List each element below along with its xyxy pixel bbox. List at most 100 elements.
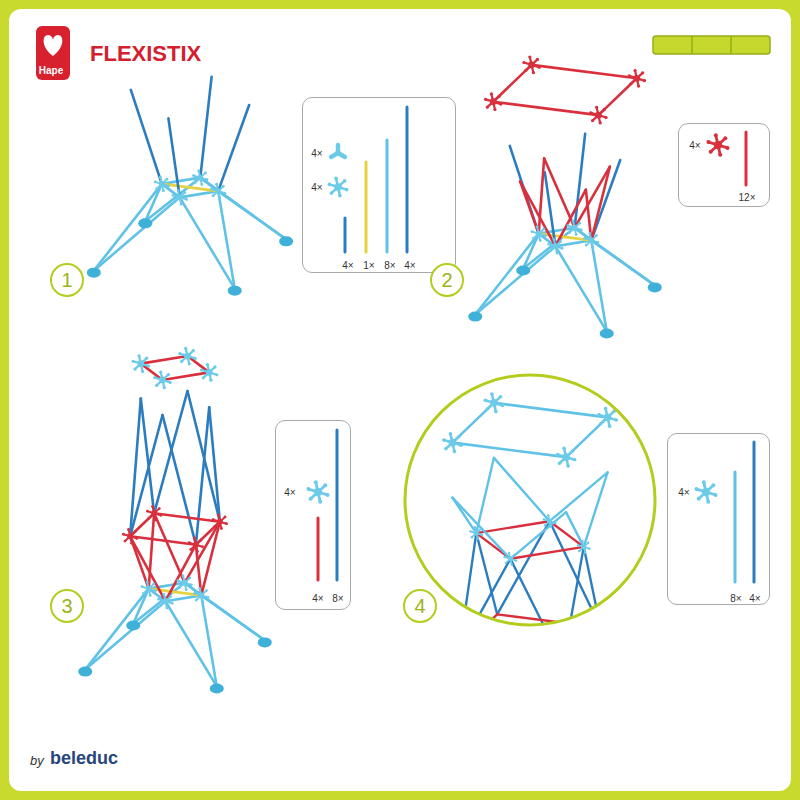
connector-hub bbox=[633, 75, 640, 82]
connector-knob bbox=[595, 234, 598, 237]
connector-knob bbox=[180, 360, 183, 363]
connector-knob bbox=[547, 514, 549, 516]
part-count: 8× bbox=[384, 261, 395, 271]
zoom-circle bbox=[405, 375, 655, 625]
stick bbox=[180, 197, 235, 288]
connector-knob bbox=[608, 424, 612, 428]
connector-knob bbox=[528, 55, 531, 58]
connector-hub bbox=[490, 98, 497, 105]
stick bbox=[130, 536, 149, 588]
connector-knob bbox=[583, 237, 586, 240]
connector-hub bbox=[198, 592, 204, 598]
connector-knob bbox=[508, 552, 510, 554]
connector-knob bbox=[486, 407, 490, 411]
connector-knob bbox=[566, 464, 570, 468]
connector-knob bbox=[544, 524, 546, 526]
stick bbox=[539, 158, 544, 233]
stick bbox=[154, 513, 184, 583]
connector-knob bbox=[213, 365, 216, 368]
connector-knob bbox=[580, 228, 583, 231]
parts-panel: 4×4×8× bbox=[275, 420, 351, 610]
foot-connector bbox=[279, 236, 293, 246]
stick bbox=[165, 601, 216, 686]
star-connector bbox=[589, 106, 607, 125]
connector-knob bbox=[197, 169, 200, 172]
part-count: 1× bbox=[363, 261, 374, 271]
connector-knob bbox=[442, 438, 446, 442]
connector-knob bbox=[558, 461, 562, 465]
brand-logo: Hape bbox=[36, 26, 70, 80]
stick bbox=[317, 518, 320, 580]
connector-knob bbox=[694, 487, 698, 491]
connector-hub bbox=[449, 439, 457, 447]
connector-knob bbox=[309, 497, 313, 501]
connector-knob bbox=[706, 500, 710, 504]
star-connector bbox=[306, 480, 329, 504]
connector-knob bbox=[145, 357, 148, 360]
star-connector bbox=[141, 580, 157, 596]
star-connector bbox=[556, 447, 577, 468]
part-count: 4× bbox=[689, 141, 700, 151]
connector-knob bbox=[196, 550, 199, 553]
star-connector bbox=[178, 347, 196, 366]
stick bbox=[550, 521, 601, 627]
connector-hub bbox=[127, 533, 133, 539]
connector-knob bbox=[194, 181, 197, 184]
connector-knob bbox=[159, 371, 162, 374]
connector-knob bbox=[486, 106, 489, 109]
connector-knob bbox=[633, 69, 636, 72]
connector-knob bbox=[702, 480, 706, 484]
connector-knob bbox=[544, 234, 547, 237]
connector-knob bbox=[215, 373, 218, 376]
connector-hub bbox=[572, 225, 578, 231]
connector-knob bbox=[589, 111, 592, 114]
connector-knob bbox=[449, 432, 453, 436]
connector-knob bbox=[568, 231, 571, 234]
connector-knob bbox=[206, 363, 209, 366]
connector-hub bbox=[335, 150, 341, 156]
connector-knob bbox=[536, 58, 539, 61]
zoom-ground bbox=[405, 375, 655, 625]
connector-knob bbox=[202, 376, 205, 379]
stick bbox=[520, 181, 539, 233]
connector-knob bbox=[334, 176, 338, 180]
connector-hub bbox=[137, 360, 144, 367]
connector-knob bbox=[503, 556, 505, 558]
stick bbox=[591, 167, 610, 241]
stick bbox=[475, 246, 555, 314]
stick bbox=[745, 132, 748, 185]
stick bbox=[154, 513, 220, 521]
part-count: 4× bbox=[284, 488, 295, 498]
connector-hub bbox=[162, 598, 168, 604]
connector-knob bbox=[604, 407, 608, 411]
connector-knob bbox=[146, 510, 149, 513]
connector-knob bbox=[155, 187, 158, 190]
connector-knob bbox=[493, 108, 496, 111]
connector-knob bbox=[637, 85, 640, 88]
connector-knob bbox=[556, 252, 559, 255]
connector-knob bbox=[137, 354, 140, 357]
star-connector bbox=[484, 92, 502, 111]
foot-connector bbox=[600, 328, 614, 338]
connector-knob bbox=[193, 592, 196, 595]
connector-hub bbox=[184, 353, 191, 360]
connector-knob bbox=[171, 602, 174, 605]
stick bbox=[563, 547, 584, 664]
connector-hub bbox=[217, 519, 223, 525]
connector-hub bbox=[490, 399, 498, 407]
connector-knob bbox=[459, 443, 463, 447]
stick bbox=[130, 536, 165, 601]
connector-knob bbox=[130, 542, 133, 545]
step-number-text: 3 bbox=[61, 596, 72, 616]
connector-hub bbox=[536, 231, 542, 237]
connector-knob bbox=[209, 379, 212, 382]
stick bbox=[185, 583, 265, 641]
connector-knob bbox=[471, 536, 473, 538]
connector-knob bbox=[571, 449, 575, 453]
star-connector bbox=[706, 133, 729, 157]
connector-knob bbox=[163, 386, 166, 389]
connector-knob bbox=[505, 562, 507, 564]
connector-knob bbox=[328, 183, 332, 187]
star-connector bbox=[628, 69, 646, 88]
